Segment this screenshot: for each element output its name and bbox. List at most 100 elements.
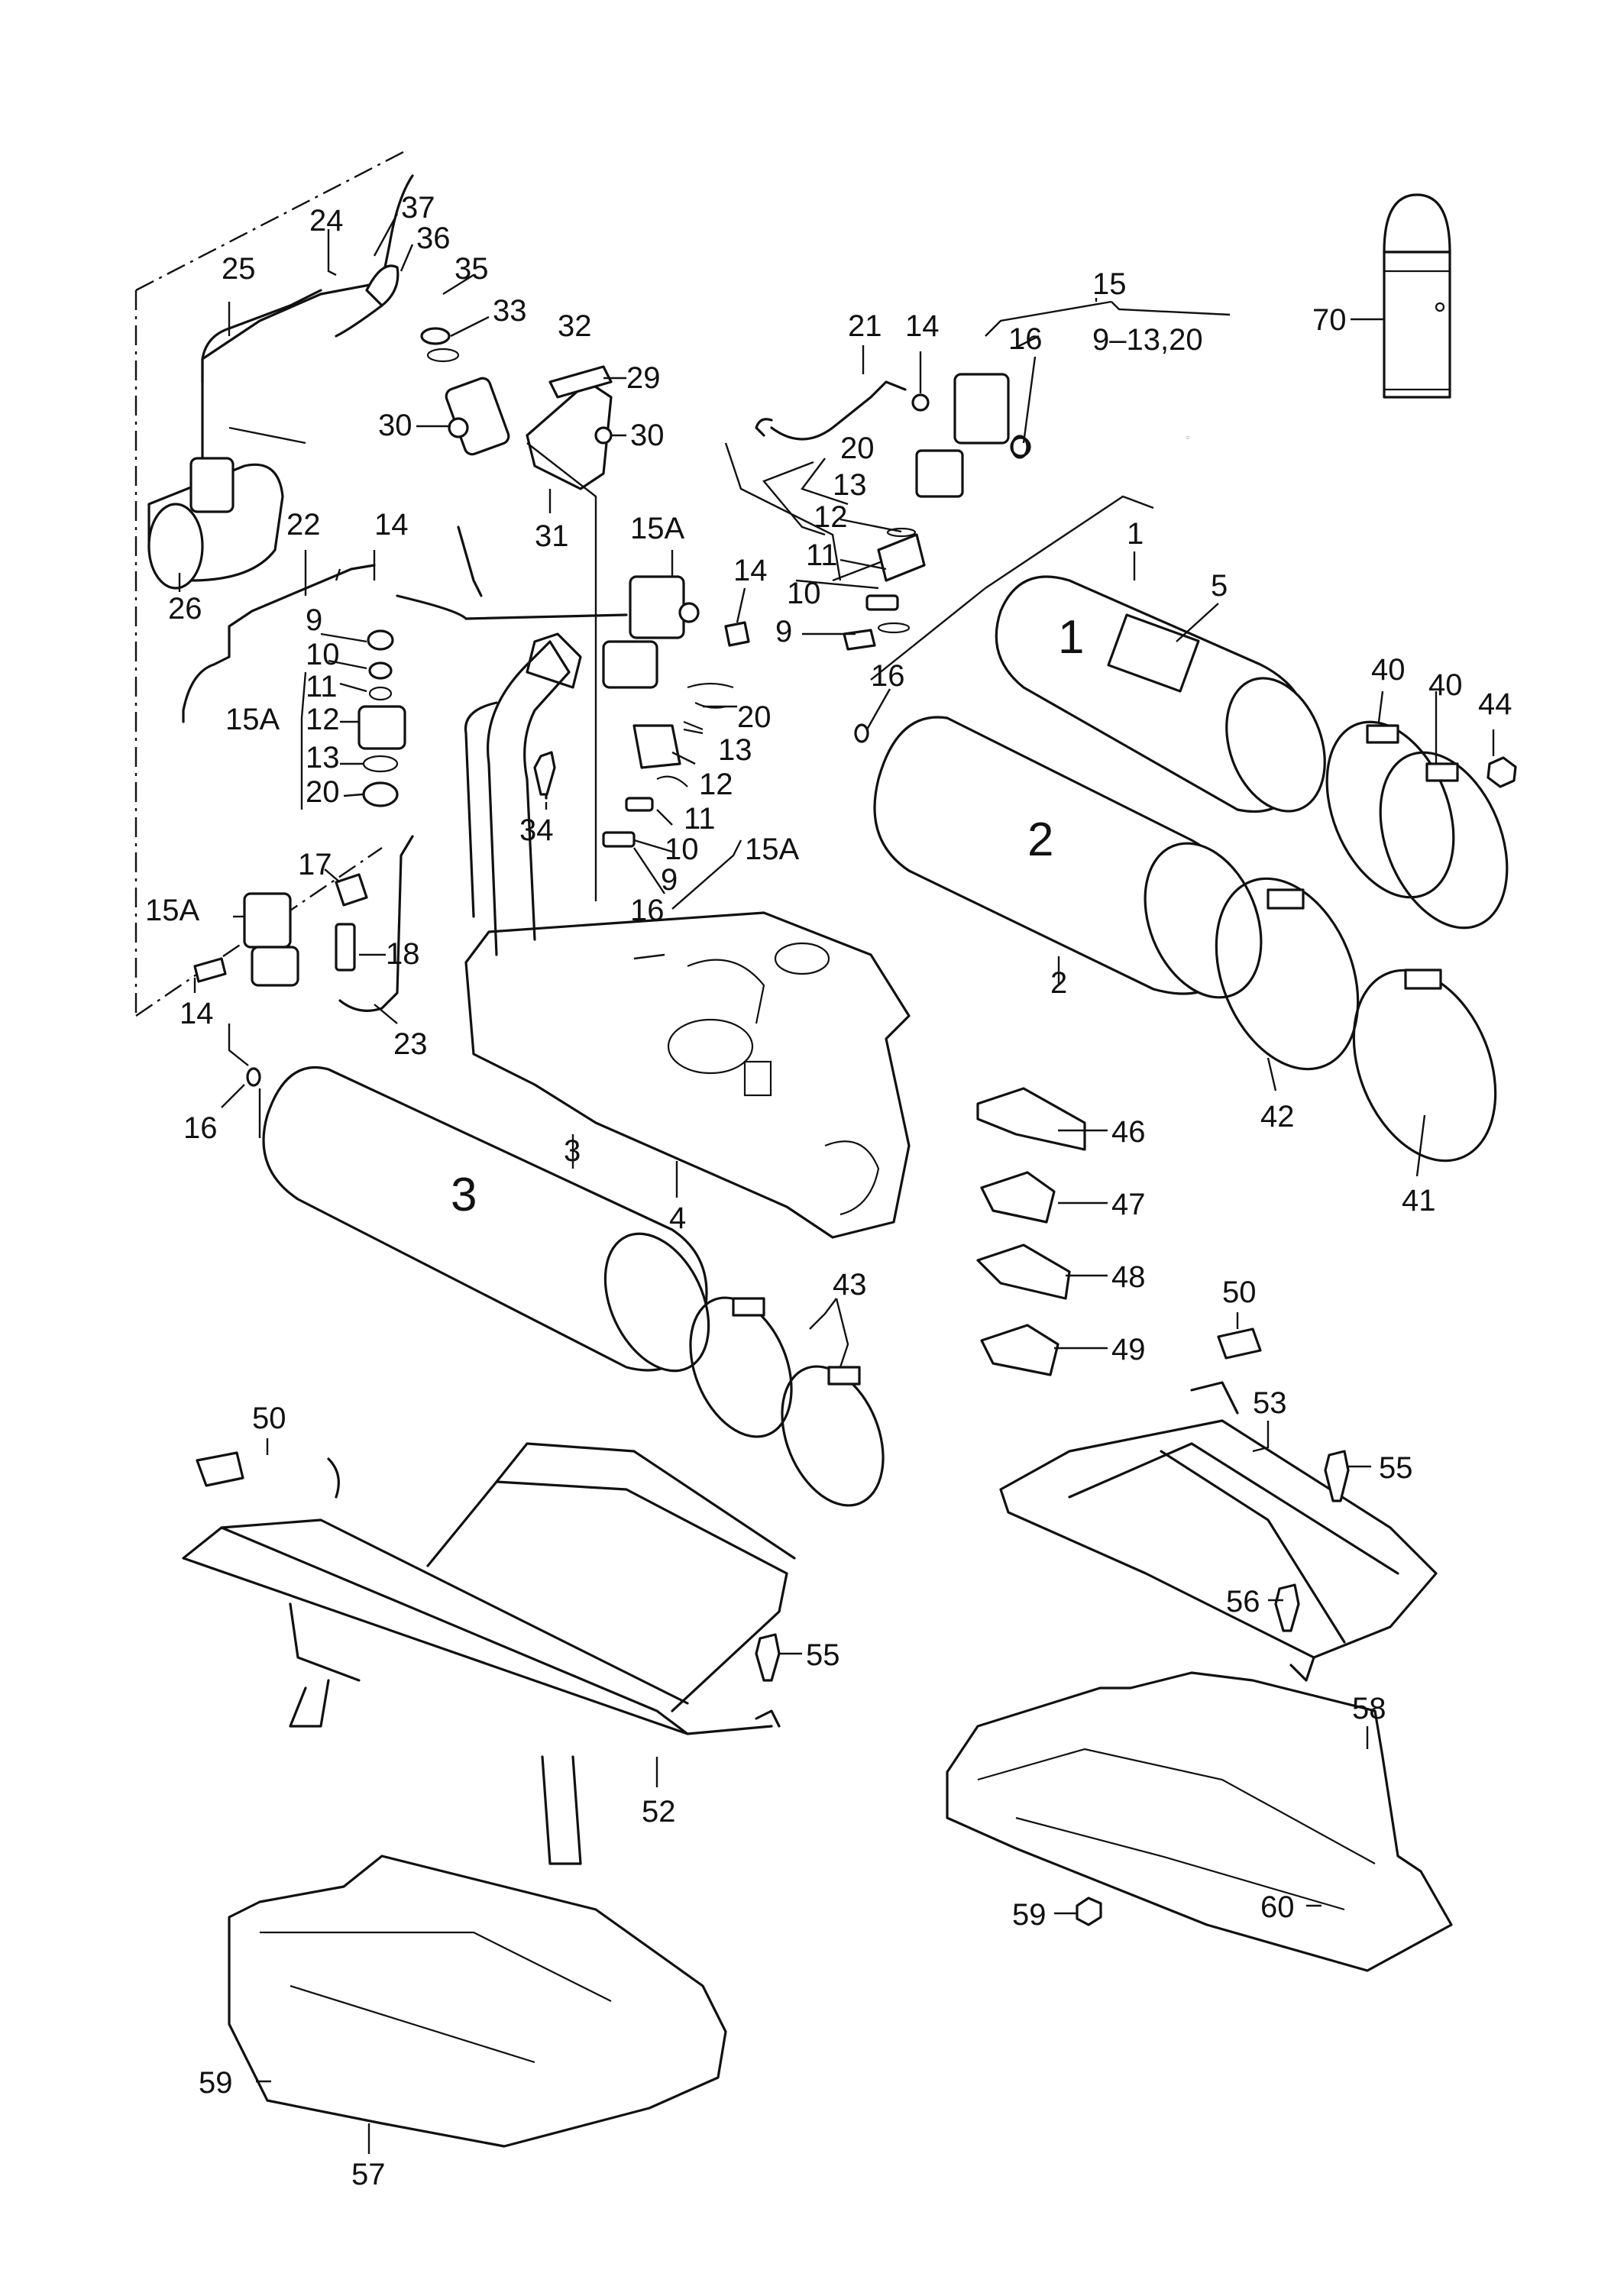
clip-47 [980,1171,1056,1224]
callout-13c: 13 [306,741,340,774]
bolt-56 [1274,1583,1300,1632]
gas-cylinder-1: 1 [995,575,1326,813]
callout-21: 21 [848,309,882,343]
callout-20c: 20 [306,775,340,809]
label-plate-5 [1107,613,1200,693]
callout-30a: 30 [378,409,412,442]
callout-59b: 59 [1012,1898,1047,1932]
callout-25: 25 [222,252,256,286]
gas-cylinder-2: 2 [873,716,1263,999]
callout-36: 36 [416,222,451,255]
callout-55a: 55 [1379,1451,1413,1485]
pad-50b [1217,1327,1262,1360]
gas-cylinder-3: 3 [262,1066,710,1373]
strap-41 [1352,969,1497,1163]
callout-16c: 16 [630,894,665,927]
callout-16a: 16 [1008,322,1043,356]
valve-assembly-15A-left-top [357,629,406,807]
callout-10b: 10 [665,833,699,866]
cylinder-70 [1351,193,1451,399]
callout-47: 47 [1111,1188,1146,1221]
callout-17: 17 [298,848,332,881]
valve-assembly-15A-left-bottom [193,835,414,1087]
callout-31: 31 [535,519,569,553]
callout-58: 58 [1352,1692,1386,1725]
callout-15A-d: 15A [145,894,199,927]
pad-50a [196,1451,244,1487]
callout-1: 1 [1127,517,1144,551]
callout-14a: 14 [905,309,940,343]
callout-12c: 12 [306,703,340,736]
callout-18: 18 [386,937,420,971]
pressure-regulator-26 [147,289,322,590]
callout-50b: 50 [1222,1276,1257,1309]
solenoid-12 [877,533,926,582]
tank-number-2: 2 [1027,813,1053,866]
callout-12a: 12 [814,500,848,534]
callout-46: 46 [1111,1115,1146,1149]
callout-5: 5 [1211,569,1228,603]
line-clips [976,1087,1086,1376]
callout-35: 35 [455,252,489,286]
callout-49: 49 [1111,1333,1146,1366]
callout-11a: 11 [806,538,838,572]
pads-50 [196,1327,1262,1487]
valve-assembly-15 [755,373,1031,743]
callout-34: 34 [519,813,554,847]
callout-15A-c: 15A [225,703,280,736]
callout-56: 56 [1226,1585,1260,1619]
nut-44 [1487,756,1517,788]
gas-lines [182,174,628,723]
callout-20b: 20 [737,700,772,734]
strap-40a [1325,720,1455,899]
callout-11b: 11 [684,802,716,836]
mounting-frame-52 [182,1442,796,1865]
bolt-55-left [755,1633,781,1682]
callout-59a: 59 [199,2066,233,2100]
callout-48: 48 [1111,1260,1146,1294]
callout-leaders [178,213,1495,2154]
callout-2: 2 [1050,966,1067,1000]
strap-43a [689,1296,793,1438]
callout-42: 42 [1260,1100,1295,1133]
callout-60: 60 [1260,1890,1295,1924]
callout-40a: 40 [1371,653,1406,687]
valve-assembly-15A-center [602,575,750,848]
tank-straps [689,720,1517,1507]
callout-14d: 14 [180,997,214,1030]
callout-15A-b: 15A [745,833,799,866]
mounting-frame-53 [999,1381,1438,1682]
callout-40b: 40 [1428,668,1463,702]
callout-14c: 14 [374,508,409,542]
bolt-55-right [1324,1450,1350,1502]
callout-26: 26 [168,592,202,626]
callout-70: 70 [1312,303,1347,337]
cover-58 [946,1671,1453,1972]
callout-20a: 20 [840,432,875,465]
strap-40b [1379,751,1509,930]
clip-49 [980,1324,1059,1376]
nut-59-right [1076,1897,1102,1926]
callout-11c: 11 [306,670,338,703]
callout-44: 44 [1478,687,1512,721]
callout-13a: 13 [833,468,867,502]
callout-10a: 10 [787,577,821,610]
callout-12b: 12 [699,768,733,801]
callout-15A-a: 15A [630,512,684,545]
callout-9a: 9 [775,615,792,648]
callout-32: 32 [558,309,592,343]
cover-57 [228,1855,727,2148]
callout-50a: 50 [252,1402,286,1435]
callout-43: 43 [833,1268,867,1302]
callout-41: 41 [1402,1184,1436,1218]
o-ring-16 [854,723,869,743]
callout-13b: 13 [718,733,752,767]
group-leader-lines [228,335,1154,901]
strap-lug [1366,724,1399,744]
callout-22: 22 [286,508,321,542]
callout-4: 4 [669,1201,686,1235]
callout-53: 53 [1253,1386,1287,1420]
callout-30b: 30 [630,419,665,452]
